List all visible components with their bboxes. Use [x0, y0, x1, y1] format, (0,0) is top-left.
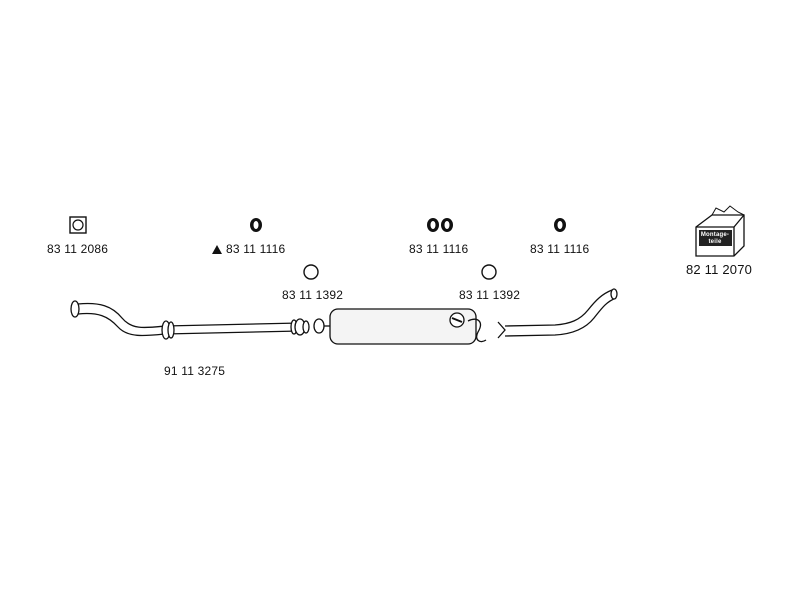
front-pipe-drawing — [70, 300, 310, 340]
rubber-mount-icon-right — [554, 218, 566, 232]
part-number-rubber-mount-left-wrap: 83 11 1116 — [212, 242, 285, 256]
warning-triangle-icon — [212, 245, 222, 254]
part-number-clamp: 83 11 2086 — [47, 242, 109, 256]
rubber-mount-pair-icon — [427, 218, 453, 232]
square-clamp-icon — [69, 216, 87, 234]
part-number-gasket-left: 83 11 1392 — [282, 288, 344, 302]
part-number-rubber-mount-pair: 83 11 1116 — [409, 242, 469, 256]
mounting-kit-box-label: Montage- teile — [700, 232, 730, 245]
part-number-rubber-mount-right: 83 11 1116 — [530, 242, 590, 256]
part-number-mounting-kit: 82 11 2070 — [686, 262, 753, 277]
muffler-drawing — [313, 308, 487, 345]
part-number-rubber-mount-left: 83 11 1116 — [226, 242, 286, 256]
gasket-ring-icon-right — [481, 264, 497, 280]
rear-pipe-drawing — [497, 288, 618, 339]
part-number-front-pipe: 91 11 3275 — [164, 364, 226, 378]
part-number-gasket-right: 83 11 1392 — [459, 288, 521, 302]
rubber-mount-icon-left — [250, 218, 262, 232]
mounting-kit-box-icon — [695, 205, 745, 257]
gasket-ring-icon-left — [303, 264, 319, 280]
